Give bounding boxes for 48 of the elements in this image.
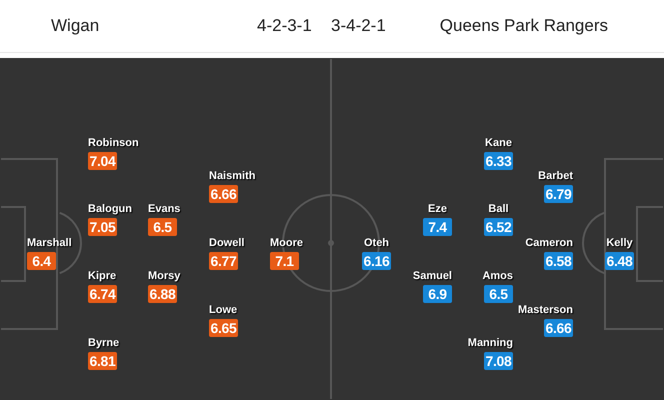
- player-name: Byrne: [88, 336, 120, 350]
- formation: 4-2-3-1: [257, 15, 312, 37]
- rating-badge: 6.9: [423, 285, 452, 303]
- rating-badge: 6.5: [148, 218, 177, 236]
- rating-badge: 6.5: [484, 285, 513, 303]
- player-name: Kane: [484, 136, 513, 150]
- rating-badge: 6.79: [544, 185, 573, 203]
- rating-badge: 6.74: [88, 285, 117, 303]
- player-name: Lowe: [209, 303, 238, 317]
- rating-badge: 6.81: [88, 352, 117, 370]
- player-name: Balogun: [88, 202, 132, 216]
- player-name: Cameron: [525, 236, 573, 250]
- rating-badge: 7.05: [88, 218, 117, 236]
- rating-badge: 6.48: [605, 252, 634, 270]
- player-name: Naismith: [209, 169, 256, 183]
- rating-badge: 6.88: [148, 285, 177, 303]
- formation: 3-4-2-1: [331, 15, 386, 37]
- player-name: Evans: [148, 202, 180, 216]
- player-name: Marshall: [27, 236, 72, 250]
- rating-badge: 6.16: [362, 252, 391, 270]
- player-name: Oteh: [362, 236, 390, 250]
- team-name: Wigan: [51, 15, 100, 37]
- player-name: Kipre: [88, 269, 117, 283]
- rating-badge: 6.52: [484, 218, 513, 236]
- player-name: Eze: [427, 202, 448, 216]
- rating-badge: 6.4: [27, 252, 56, 270]
- player-name: Barbet: [538, 169, 573, 183]
- player-name: Ball: [487, 202, 510, 216]
- player-name: Manning: [468, 336, 513, 350]
- team-name: Queens Park Rangers: [440, 15, 608, 37]
- rating-badge: 7.4: [423, 218, 452, 236]
- player-name: Kelly: [605, 236, 634, 250]
- rating-badge: 7.04: [88, 152, 117, 170]
- rating-badge: 6.66: [209, 185, 238, 203]
- rating-badge: 6.77: [209, 252, 238, 270]
- player-name: Robinson: [88, 136, 139, 150]
- rating-badge: 6.58: [544, 252, 573, 270]
- player-name: Samuel: [412, 269, 452, 283]
- player-name: Amos: [482, 269, 513, 283]
- rating-badge: 6.33: [484, 152, 513, 170]
- rating-badge: 6.65: [209, 319, 238, 337]
- player-name: Dowell: [209, 236, 244, 250]
- rating-badge: 7.08: [484, 352, 513, 370]
- rating-badge: 6.66: [544, 319, 573, 337]
- player-name: Masterson: [518, 303, 573, 317]
- rating-badge: 7.1: [270, 252, 299, 270]
- player-name: Moore: [270, 236, 303, 250]
- player-name: Morsy: [148, 269, 180, 283]
